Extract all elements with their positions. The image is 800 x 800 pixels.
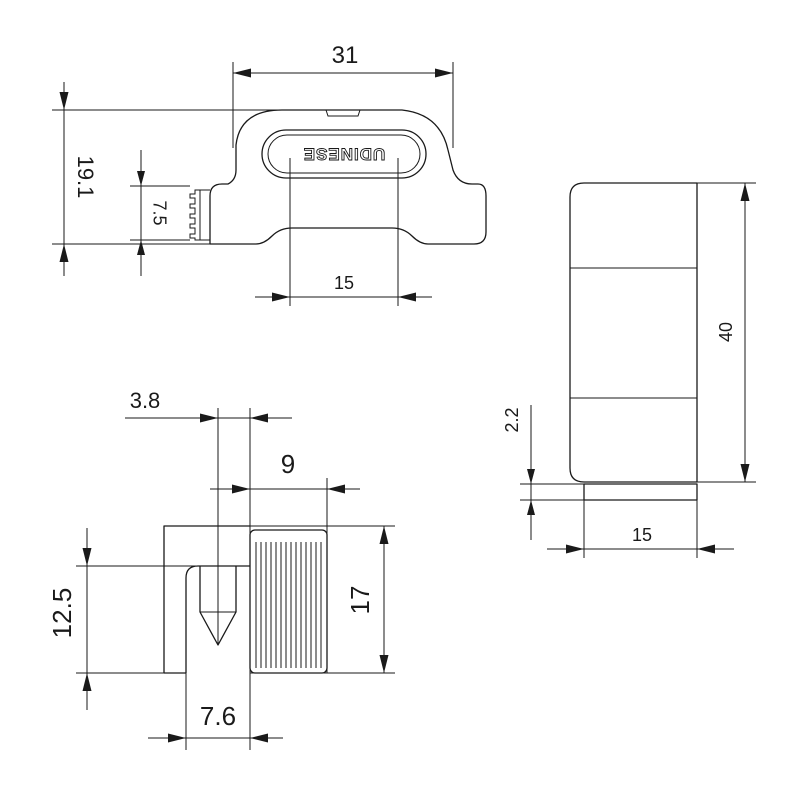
top-view-outline — [209, 109, 487, 245]
clip-body-outline — [163, 525, 250, 674]
dim-2-2: 2.2 — [502, 407, 522, 432]
dim-12-5: 12.5 — [47, 588, 77, 639]
side-view-foot — [583, 483, 698, 501]
dim-17: 17 — [345, 586, 375, 615]
grip-block-outer — [249, 525, 328, 674]
side-view: 40 2.2 15 — [502, 182, 756, 558]
front-view: 3.8 9 12.5 17 7.6 — [47, 388, 395, 750]
dim-19-1: 19.1 — [73, 156, 98, 199]
grip-ridges — [255, 542, 322, 668]
grip-block — [249, 529, 328, 674]
logo-plate — [261, 129, 427, 179]
dim-31: 31 — [332, 42, 359, 69]
dim-7-5: 7.5 — [149, 200, 169, 225]
dim-40: 40 — [716, 322, 736, 342]
top-notch — [325, 109, 361, 117]
side-view-outline — [569, 182, 698, 483]
dim-15-top: 15 — [334, 273, 354, 293]
dim-15-side: 15 — [632, 525, 652, 545]
dim-3-8: 3.8 — [130, 388, 161, 413]
dim-7-6: 7.6 — [200, 701, 236, 731]
top-view: UDINESE 31 19.1 7.5 15 — [52, 42, 487, 306]
serration-teeth — [189, 189, 201, 241]
logo-plate-inner — [267, 134, 421, 174]
dim-9: 9 — [281, 449, 295, 479]
brand-logo-text: UDINESE — [303, 145, 386, 164]
